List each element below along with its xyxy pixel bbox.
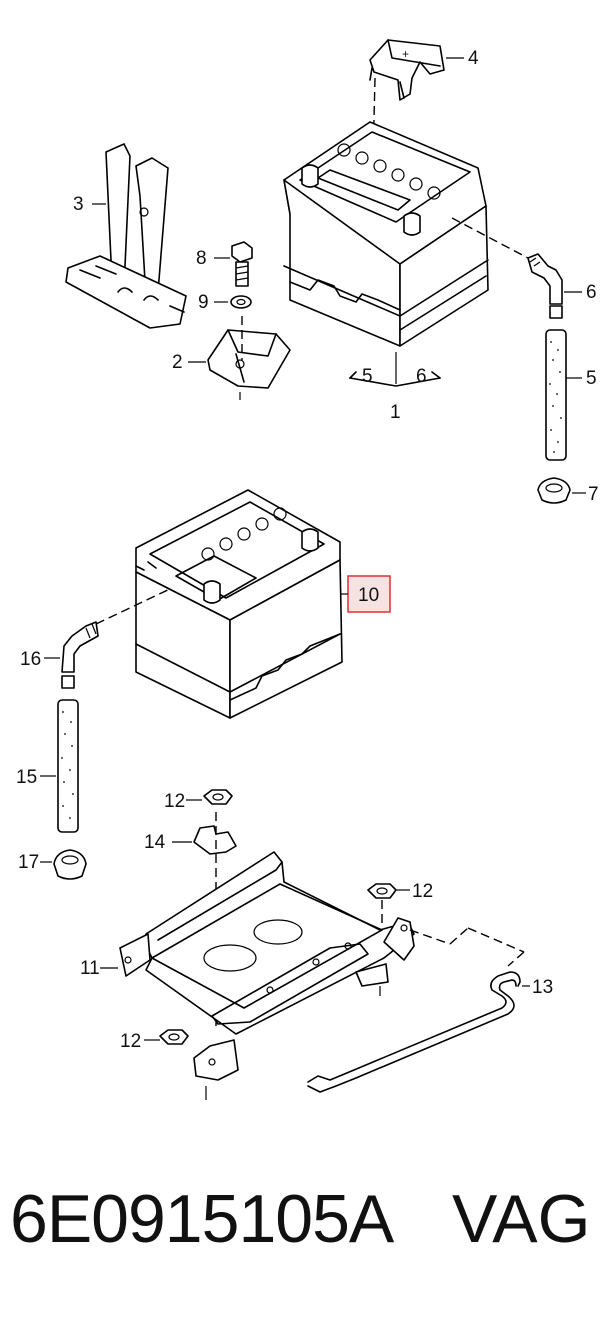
clamp-part: [188, 316, 291, 400]
vent-hose-part: [545, 329, 582, 461]
callout-14: 14: [144, 832, 166, 853]
terminal-cover-part: +: [369, 39, 464, 201]
bracket-part: [65, 143, 187, 329]
callout-3: 3: [73, 194, 84, 215]
callout-7: 7: [588, 484, 599, 505]
nut-top-part: [186, 789, 233, 805]
vent-hose-left-part: [40, 699, 79, 833]
callout-12-bottom: 12: [120, 1031, 141, 1052]
highlight-box: [347, 575, 391, 613]
callout-12-right: 12: [412, 881, 433, 902]
callout-17: 17: [18, 852, 39, 873]
washer-part: [214, 295, 252, 309]
hold-down-rod-part: [307, 971, 530, 1093]
callout-11: 11: [80, 958, 100, 979]
bolt-part: [214, 241, 253, 287]
brand-name: VAG: [452, 1181, 591, 1257]
nut-bottom-part: [144, 1029, 189, 1045]
footer: 6E0915105A VAG: [0, 1180, 600, 1270]
battery-top-part: [283, 121, 529, 387]
grommet-left-part: [40, 849, 87, 880]
grommet-part: [537, 477, 586, 504]
callout-2: 2: [172, 352, 183, 373]
vent-elbow-part: [527, 253, 582, 319]
callout-10: 10: [358, 585, 379, 606]
battery-tray-part: [100, 851, 525, 1100]
battery-main-part: [95, 489, 343, 719]
callout-12-top: 12: [164, 791, 185, 812]
callout-15: 15: [16, 767, 37, 788]
callout-5-top: 5: [362, 366, 373, 387]
callout-9: 9: [198, 292, 209, 313]
callout-1: 1: [390, 402, 401, 423]
callout-16: 16: [20, 649, 41, 670]
part-number: 6E0915105A: [10, 1181, 394, 1257]
callout-5-right: 5: [586, 368, 597, 389]
svg-text:+: +: [402, 47, 409, 61]
callout-4: 4: [468, 48, 479, 69]
callout-8: 8: [196, 248, 207, 269]
vent-elbow-left-part: [44, 621, 99, 689]
callout-6-top: 6: [416, 366, 427, 387]
nut-right-part: [367, 883, 410, 924]
callout-6-right: 6: [586, 282, 597, 303]
callout-13: 13: [532, 977, 553, 998]
